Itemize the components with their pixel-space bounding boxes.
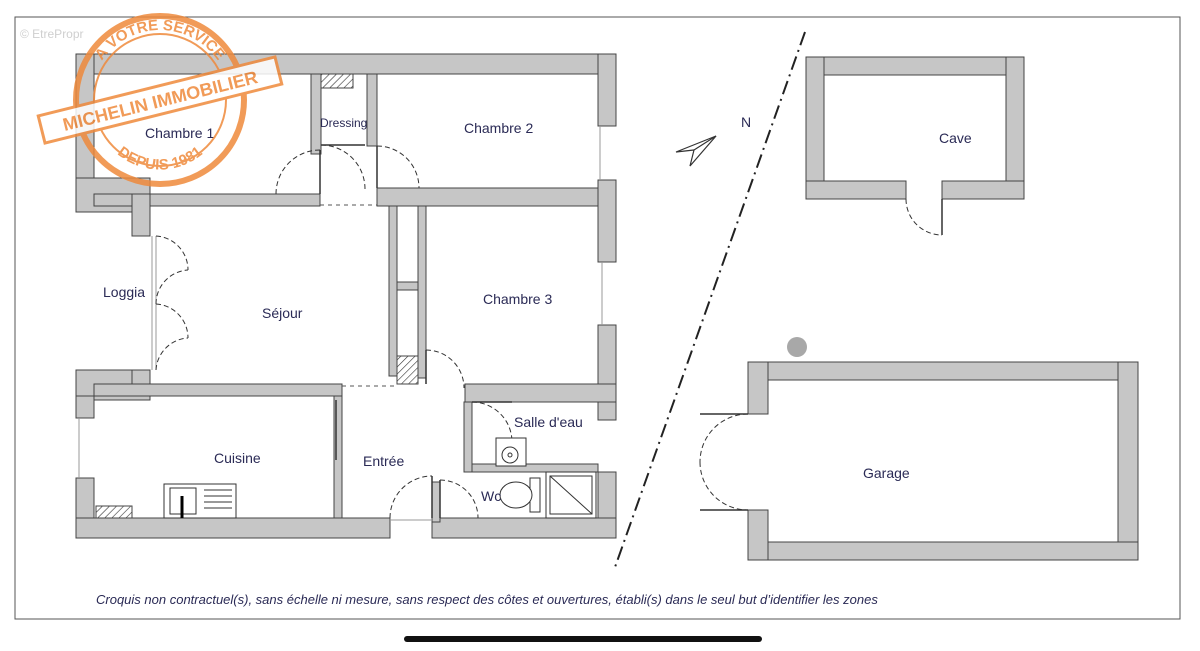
home-indicator-bar[interactable] xyxy=(404,636,762,642)
vent-shaft-3 xyxy=(95,505,133,519)
label-sejour: Séjour xyxy=(262,305,303,321)
cave-door xyxy=(905,198,943,236)
shower xyxy=(545,471,597,519)
garage-doors xyxy=(699,413,749,511)
disclaimer-caption: Croquis non contractuel(s), sans échelle… xyxy=(96,592,878,607)
openings xyxy=(320,204,397,387)
vent-shaft-2 xyxy=(396,355,419,385)
label-entree: Entrée xyxy=(363,453,404,469)
separator-line xyxy=(613,31,806,571)
garage-walls xyxy=(747,361,1139,561)
label-dressing: Dressing xyxy=(320,116,367,130)
kitchen-sink xyxy=(163,483,237,519)
label-chambre-2: Chambre 2 xyxy=(464,120,533,136)
garage-door-leaves xyxy=(700,413,748,511)
plan-frame xyxy=(14,16,1181,620)
label-salle-eau: Salle d'eau xyxy=(514,414,583,430)
label-cave: Cave xyxy=(939,130,972,146)
agency-stamp: À VOTRE SERVICE MICHELIN IMMOBILIER DEPU… xyxy=(36,13,284,187)
toilet xyxy=(499,477,541,513)
north-label: N xyxy=(741,114,751,130)
label-cuisine: Cuisine xyxy=(214,450,261,466)
label-loggia: Loggia xyxy=(103,284,145,300)
cave-walls xyxy=(805,56,1025,200)
marker-dot xyxy=(787,337,807,357)
watermark-text: © EtrePropr xyxy=(20,27,84,41)
label-wc: Wc xyxy=(481,488,501,504)
vent-shaft-1 xyxy=(320,73,354,89)
label-garage: Garage xyxy=(863,465,910,481)
north-arrow-icon xyxy=(675,135,717,167)
washbasin xyxy=(495,437,527,467)
label-chambre-1: Chambre 1 xyxy=(145,125,214,141)
door-leaves xyxy=(319,144,512,518)
stamp-bottom-text: DEPUIS 1981 xyxy=(115,143,206,173)
label-chambre-3: Chambre 3 xyxy=(483,291,552,307)
doors xyxy=(155,144,513,519)
windows xyxy=(78,126,603,521)
